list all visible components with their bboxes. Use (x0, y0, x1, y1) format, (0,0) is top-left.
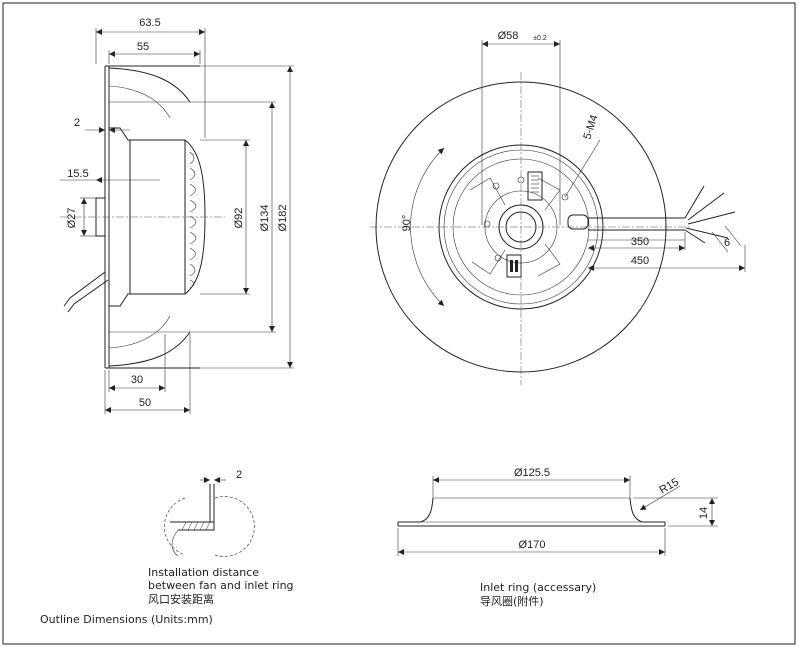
installation-label-line2: between fan and inlet ring (148, 579, 294, 592)
installation-label-cn: 风口安装距离 (148, 592, 214, 606)
dim-d92: Ø92 (233, 208, 245, 229)
dim-55: 55 (137, 41, 149, 53)
front-view: Ø58 ±0.2 5-M4 90° 350 450 6 (370, 30, 746, 385)
dim-2-top: 2 (74, 117, 80, 129)
dim-2-detail: 2 (236, 469, 242, 481)
inlet-ring-label-cn: 导风圈(附件) (480, 594, 544, 608)
dim-5-m4: 5-M4 (581, 113, 600, 141)
outline-dimensions-caption: Outline Dimensions (Units:mm) (40, 613, 213, 626)
dim-d58: Ø58 (498, 30, 519, 42)
dim-30: 30 (131, 374, 143, 386)
dim-d125-5: Ø125.5 (514, 467, 550, 479)
dim-d58-tolerance: ±0.2 (533, 35, 547, 42)
dim-14: 14 (698, 507, 710, 519)
installation-label-line1: Installation distance (148, 566, 259, 579)
dim-90-deg: 90° (401, 215, 413, 232)
inlet-ring-label: Inlet ring (accessary) (480, 581, 596, 594)
dim-6: 6 (724, 237, 730, 249)
side-view: 63.5 55 2 15.5 Ø27 Ø92 Ø134 Ø182 (60, 17, 294, 414)
installation-detail: 2 Installation distance between fan and … (148, 469, 294, 606)
dim-d182: Ø182 (277, 205, 289, 232)
inlet-ring-view: Ø125.5 Ø170 R15 14 Inlet ring (accessary… (397, 467, 718, 608)
dim-15-5: 15.5 (67, 168, 88, 180)
dim-63-5: 63.5 (139, 17, 160, 29)
dim-r15: R15 (658, 476, 681, 496)
dim-350: 350 (631, 236, 649, 248)
dim-d170: Ø170 (519, 539, 546, 551)
dim-450: 450 (631, 255, 649, 267)
dim-d134: Ø134 (259, 205, 271, 232)
dim-50: 50 (139, 397, 151, 409)
dim-d27: Ø27 (66, 208, 78, 229)
